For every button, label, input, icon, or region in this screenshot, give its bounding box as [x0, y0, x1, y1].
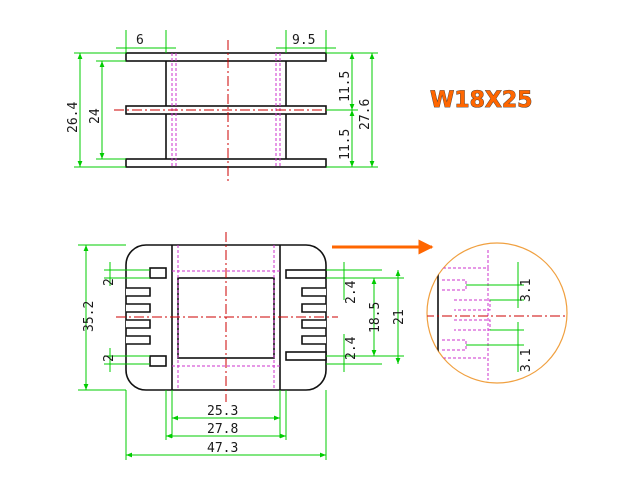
dim-27-8: 27.8	[207, 422, 238, 437]
bottom-flange	[125, 158, 327, 168]
detail-pin-slot	[454, 319, 491, 331]
detail-pin-slot	[442, 279, 467, 291]
dim-25-3: 25.3	[207, 404, 238, 419]
detail-pin-slot	[454, 299, 491, 311]
dim-26-4: 26.4	[66, 102, 81, 133]
dim-3-1-top: 3.1	[519, 279, 534, 302]
dim-18-5: 18.5	[368, 302, 383, 333]
dim-11-5-bottom: 11.5	[338, 129, 353, 160]
dim-2-bottom: 2	[102, 354, 117, 362]
model-title: W18X25	[430, 88, 532, 113]
dim-35-2: 35.2	[82, 301, 97, 332]
right-pin-slot-3	[301, 319, 326, 329]
top-flange	[125, 52, 327, 62]
dim-21: 21	[392, 309, 407, 325]
detail-hidden-outline	[438, 250, 489, 380]
dim-24: 24	[88, 108, 103, 124]
dim-47-3: 47.3	[207, 441, 238, 456]
right-pin-slot-1	[301, 287, 326, 297]
left-pin-slot-3	[126, 319, 151, 329]
dim-3-1-bottom: 3.1	[519, 349, 534, 372]
dim-11-5-top: 11.5	[338, 71, 353, 102]
top-view: 35.2 2 2 2.4 2.4 18.5 21 25.3 27.8 47	[78, 232, 407, 460]
left-pin-slot-1	[126, 287, 151, 297]
dim-2-4-bottom: 2.4	[344, 336, 359, 360]
right-bottom-bar	[285, 351, 327, 361]
left-pin-slot-4	[126, 335, 151, 345]
left-pin-slot-2	[126, 303, 151, 313]
dim-2-4-top: 2.4	[344, 280, 359, 304]
left-bottom-notch	[149, 355, 167, 367]
right-top-bar	[285, 269, 327, 279]
right-pin-slot-4	[301, 335, 326, 345]
dim-27-6: 27.6	[358, 99, 373, 130]
detail-view: 3.1 3.1	[426, 242, 568, 384]
side-view: 6 9.5 26.4 24 11.5 11.5 27.6	[66, 30, 378, 182]
dim-2-top: 2	[102, 278, 117, 286]
detail-circle	[426, 242, 568, 384]
dim-6: 6	[136, 33, 144, 48]
dim-9-5: 9.5	[292, 33, 315, 48]
detail-pin-slot	[442, 339, 467, 351]
right-pin-slot-2	[301, 303, 326, 313]
left-top-notch	[149, 267, 167, 279]
